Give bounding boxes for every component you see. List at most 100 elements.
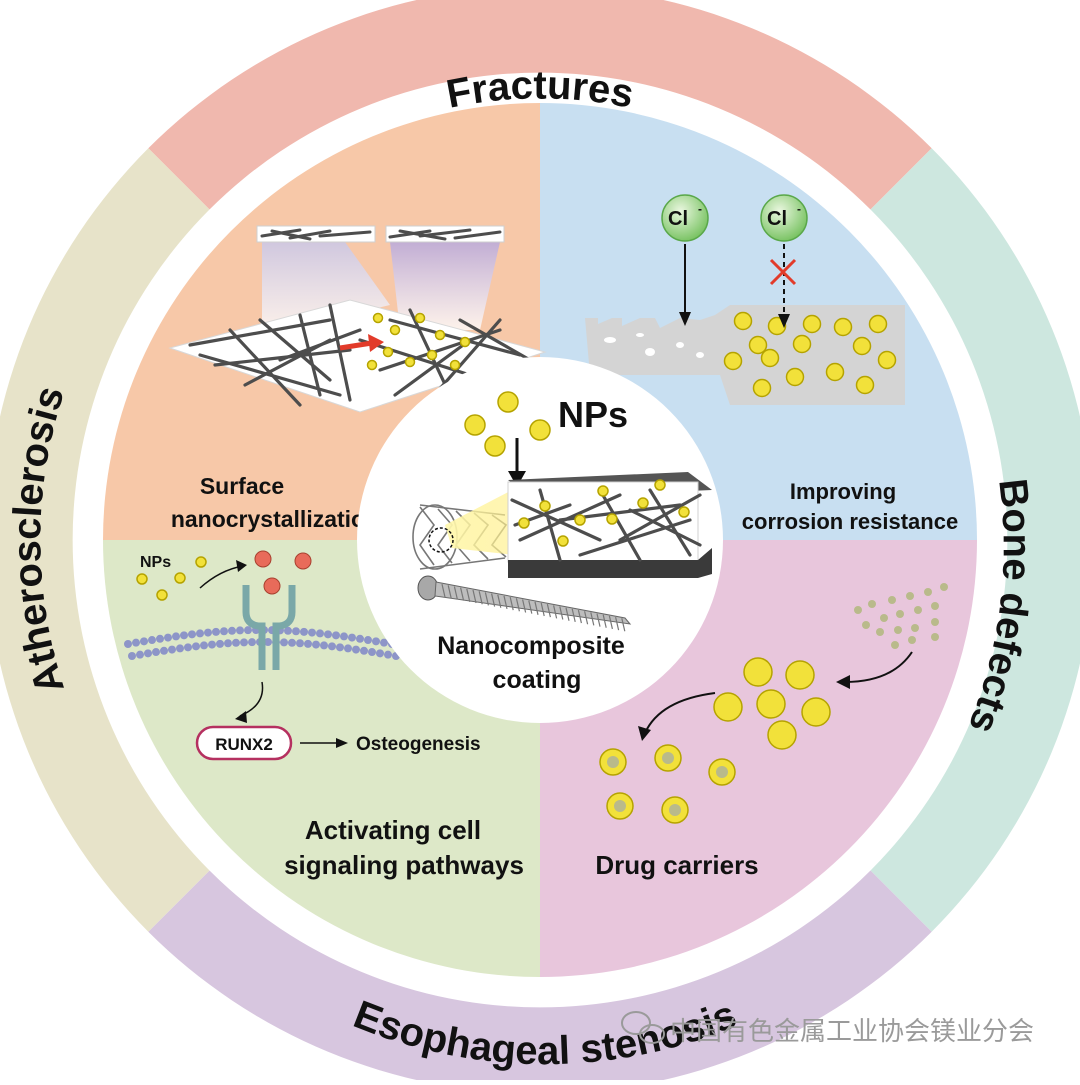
label-signaling-pathways: signaling pathways (284, 850, 524, 880)
drug-molecule (908, 636, 916, 644)
loaded-drug (607, 756, 619, 768)
drug-molecule (880, 614, 888, 622)
membrane-lipid (236, 626, 244, 634)
nanoparticle (870, 316, 887, 333)
label-coating: coating (493, 666, 582, 694)
drug-molecule (906, 592, 914, 600)
nanoparticle (451, 361, 460, 370)
membrane-lipid (308, 629, 316, 637)
nanoparticle (384, 348, 393, 357)
nanoparticle (835, 319, 852, 336)
loaded-drug (669, 804, 681, 816)
corrosion-pit (645, 348, 655, 356)
label-osteogenesis: Osteogenesis (356, 734, 481, 755)
nanoparticle (879, 352, 896, 369)
label-activating-cell: Activating cell (305, 815, 481, 845)
membrane-lipid (216, 640, 224, 648)
loaded-drug (662, 752, 674, 764)
membrane-lipid (200, 641, 208, 649)
nanoparticle (465, 415, 485, 435)
nanoparticle (406, 358, 415, 367)
membrane-lipid (180, 631, 188, 639)
membrane-lipid (128, 652, 136, 660)
label-drug-carriers: Drug carriers (595, 850, 758, 880)
membrane-lipid (132, 639, 140, 647)
drug-molecule (924, 588, 932, 596)
membrane-lipid (220, 627, 228, 635)
membrane-lipid (232, 639, 240, 647)
chloride-ion-label-left: Cl (668, 208, 688, 230)
nanoparticle (374, 314, 383, 323)
drug-molecule (868, 600, 876, 608)
membrane-lipid (292, 627, 300, 635)
nanoparticle (436, 331, 445, 340)
nanoparticle (575, 515, 585, 525)
signal-ion-3 (264, 578, 280, 594)
membrane-lipid (348, 634, 356, 642)
membrane-lipid (344, 644, 352, 652)
nanoparticle (725, 353, 742, 370)
nanoparticle (461, 338, 470, 347)
drug-carrier-nanoparticle (757, 690, 785, 718)
membrane-lipid (336, 643, 344, 651)
drug-molecule (894, 626, 902, 634)
drug-molecule (888, 596, 896, 604)
corrosion-pit (696, 352, 704, 358)
chloride-ion-charge-right: - (797, 202, 801, 216)
nanoparticle (368, 361, 377, 370)
nanoparticle (157, 590, 167, 600)
membrane-lipid (196, 629, 204, 637)
drug-molecule (876, 628, 884, 636)
nanoparticle (854, 338, 871, 355)
label-corrosion-resistance: corrosion resistance (742, 509, 958, 534)
nanoparticle (598, 486, 608, 496)
membrane-lipid (148, 636, 156, 644)
membrane-lipid (320, 641, 328, 649)
drug-carrier-nanoparticle (786, 661, 814, 689)
drug-molecule (931, 602, 939, 610)
membrane-lipid (184, 643, 192, 651)
nanoparticle (540, 501, 550, 511)
membrane-lipid (136, 651, 144, 659)
nanoparticle (754, 380, 771, 397)
drug-molecule (940, 583, 948, 591)
label-nanocrystallization: nanocrystallization (171, 506, 379, 532)
nanoparticle (391, 326, 400, 335)
drug-molecule (931, 633, 939, 641)
membrane-lipid (328, 642, 336, 650)
membrane-lipid (296, 639, 304, 647)
nanoparticle (679, 507, 689, 517)
drug-molecule (914, 606, 922, 614)
membrane-lipid (356, 635, 364, 643)
drug-molecule (911, 624, 919, 632)
corrosion-pit (636, 333, 644, 337)
drug-carrier-nanoparticle (744, 658, 772, 686)
membrane-lipid (352, 646, 360, 654)
nanoparticle (827, 364, 844, 381)
watermark: 中国有色金属工业协会镁业分会 (622, 1012, 1034, 1047)
loaded-drug (614, 800, 626, 812)
membrane-lipid (176, 644, 184, 652)
membrane-lipid (248, 638, 256, 646)
drug-molecule (931, 618, 939, 626)
membrane-lipid (208, 641, 216, 649)
drug-molecule (891, 641, 899, 649)
nanoparticle (735, 313, 752, 330)
nanoparticle (607, 514, 617, 524)
corrosion-pit (604, 337, 616, 343)
membrane-lipid (192, 642, 200, 650)
membrane-lipid (228, 627, 236, 635)
membrane-lipid (140, 637, 148, 645)
nanoparticle (416, 314, 425, 323)
label-surface: Surface (200, 473, 284, 499)
membrane-lipid (212, 628, 220, 636)
membrane-lipid (152, 648, 160, 656)
membrane-lipid (360, 647, 368, 655)
loaded-drug (716, 766, 728, 778)
drug-molecule (862, 621, 870, 629)
nanoparticle (857, 377, 874, 394)
membrane-lipid (144, 649, 152, 657)
membrane-lipid (172, 632, 180, 640)
